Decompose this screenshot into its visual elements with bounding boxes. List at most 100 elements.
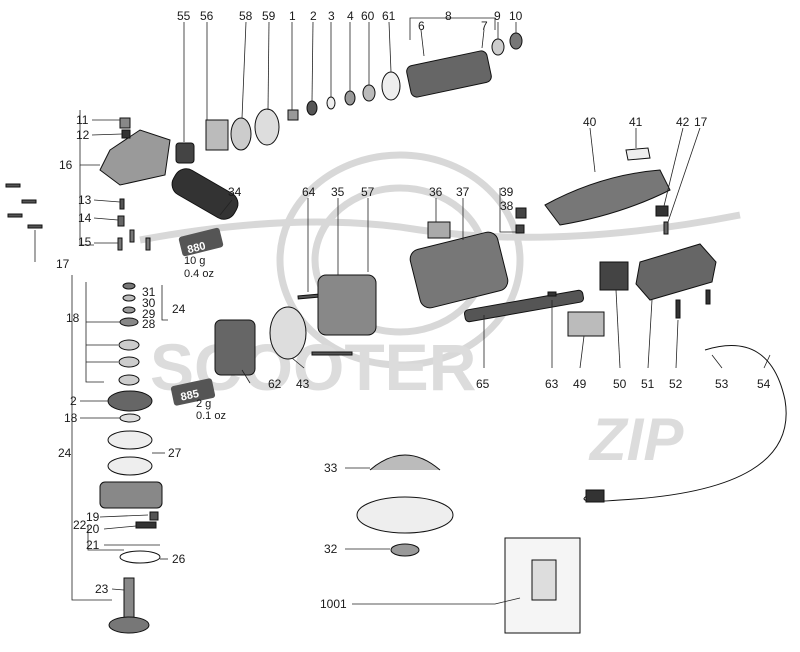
callout-43: 43	[296, 377, 310, 391]
part-29	[122, 306, 136, 314]
switch-part-49	[567, 311, 605, 337]
side-handle-34	[171, 168, 239, 220]
gear-head-housing-16	[99, 129, 171, 186]
part-19	[149, 511, 159, 521]
callout-21: 21	[86, 538, 100, 552]
callout-10: 10	[509, 9, 523, 23]
callout-63: 63	[545, 377, 559, 391]
callout-36: 36	[429, 185, 443, 199]
stator-part-35	[317, 274, 377, 336]
callout-61: 61	[382, 9, 396, 23]
washer-part-58	[230, 117, 252, 151]
callout-41: 41	[629, 115, 643, 129]
callout-49: 49	[573, 377, 587, 391]
callout-16: 16	[59, 158, 73, 172]
callout-24b: 24	[58, 446, 72, 460]
grease-885-weight: 2 g	[196, 398, 211, 410]
spring-part-63	[547, 291, 557, 297]
callout-60: 60	[361, 9, 375, 23]
callout-13: 13	[78, 193, 92, 207]
motor-housing-37	[409, 231, 509, 309]
brush-part-39	[515, 207, 527, 219]
baffle-part-43	[269, 306, 307, 360]
callout-22: 22	[73, 518, 87, 532]
callout-18b: 18	[64, 411, 78, 425]
callout-2-top: 2	[310, 9, 317, 23]
motor-housing-parts	[214, 147, 787, 634]
callout-64: 64	[302, 185, 316, 199]
callout-35: 35	[331, 185, 345, 199]
callout-2-mid: 2	[70, 394, 77, 408]
callout-37: 37	[456, 185, 470, 199]
callout-57: 57	[361, 185, 375, 199]
grease-885-label: 885	[180, 388, 200, 404]
part-18-washer-a	[118, 339, 140, 351]
handle-cover-51	[635, 243, 717, 301]
screw-17a	[5, 183, 21, 188]
screw-part-17r	[663, 221, 669, 235]
part-30	[122, 294, 136, 302]
screw-17b	[21, 199, 37, 204]
watermark-sub: ZIP	[588, 406, 684, 473]
washer-part-9	[491, 38, 505, 56]
grease-tube-885	[170, 378, 216, 406]
leader-lines	[34, 17, 771, 605]
callout-30: 30	[142, 296, 156, 310]
callout-38: 38	[500, 199, 514, 213]
part-20	[135, 521, 157, 529]
callout-58: 58	[239, 9, 253, 23]
callout-34: 34	[228, 185, 242, 199]
spring-part-55	[175, 142, 195, 164]
part-60	[362, 84, 376, 102]
callout-33: 33	[324, 461, 338, 475]
part-28	[119, 317, 139, 327]
callout-3: 3	[328, 9, 335, 23]
fan-cover-part-62	[214, 319, 256, 376]
grease-880-ounces: 0.4 oz	[184, 268, 214, 280]
callout-27: 27	[168, 446, 182, 460]
callout-19: 19	[86, 510, 100, 524]
callout-6: 6	[418, 19, 425, 33]
callout-20: 20	[86, 522, 100, 536]
callout-53: 53	[715, 377, 729, 391]
callout-24a: 24	[172, 302, 186, 316]
callout-39: 39	[500, 185, 514, 199]
callout-numbers: 55 56 58 59 1 2 3 4 60 61 8 9 10 6 7 11 …	[56, 9, 771, 611]
callout-23: 23	[95, 582, 109, 596]
callout-1001: 1001	[320, 597, 347, 611]
label-part-41	[625, 147, 651, 161]
plate-part-56	[205, 119, 229, 151]
callout-40: 40	[583, 115, 597, 129]
part-18-washer-d	[119, 413, 141, 423]
brush-part-38	[515, 224, 525, 234]
callout-17-left: 17	[56, 257, 70, 271]
grinding-disc	[356, 496, 454, 534]
screw-part-52	[675, 299, 681, 319]
callout-7: 7	[481, 19, 488, 33]
callout-56: 56	[200, 9, 214, 23]
grease-880-label: 880	[186, 240, 207, 256]
callout-11: 11	[76, 113, 89, 127]
rod-part-64b	[311, 351, 353, 356]
plug-part-54	[585, 489, 605, 503]
callout-12: 12	[76, 128, 90, 142]
part-18-washer-b	[118, 356, 140, 368]
callout-62: 62	[268, 377, 282, 391]
callout-4: 4	[347, 9, 354, 23]
armature-part-8	[406, 50, 492, 98]
part-18-washer-c	[118, 374, 140, 386]
gear-head-parts: 880 10 g 0.4 oz	[5, 117, 239, 280]
ring-part-26	[119, 550, 161, 564]
screw-17c	[7, 213, 23, 218]
spindle-part-23	[123, 577, 135, 619]
bevel-gear-part-2	[107, 390, 153, 412]
ring-part-3	[326, 96, 336, 110]
plate-part-59	[254, 108, 280, 146]
disc-part-61	[381, 71, 401, 101]
part-14	[117, 215, 125, 227]
callout-42: 42	[676, 115, 690, 129]
screw-part-15	[117, 237, 123, 251]
screw-17d	[27, 224, 43, 229]
screw-part-13	[119, 198, 125, 210]
